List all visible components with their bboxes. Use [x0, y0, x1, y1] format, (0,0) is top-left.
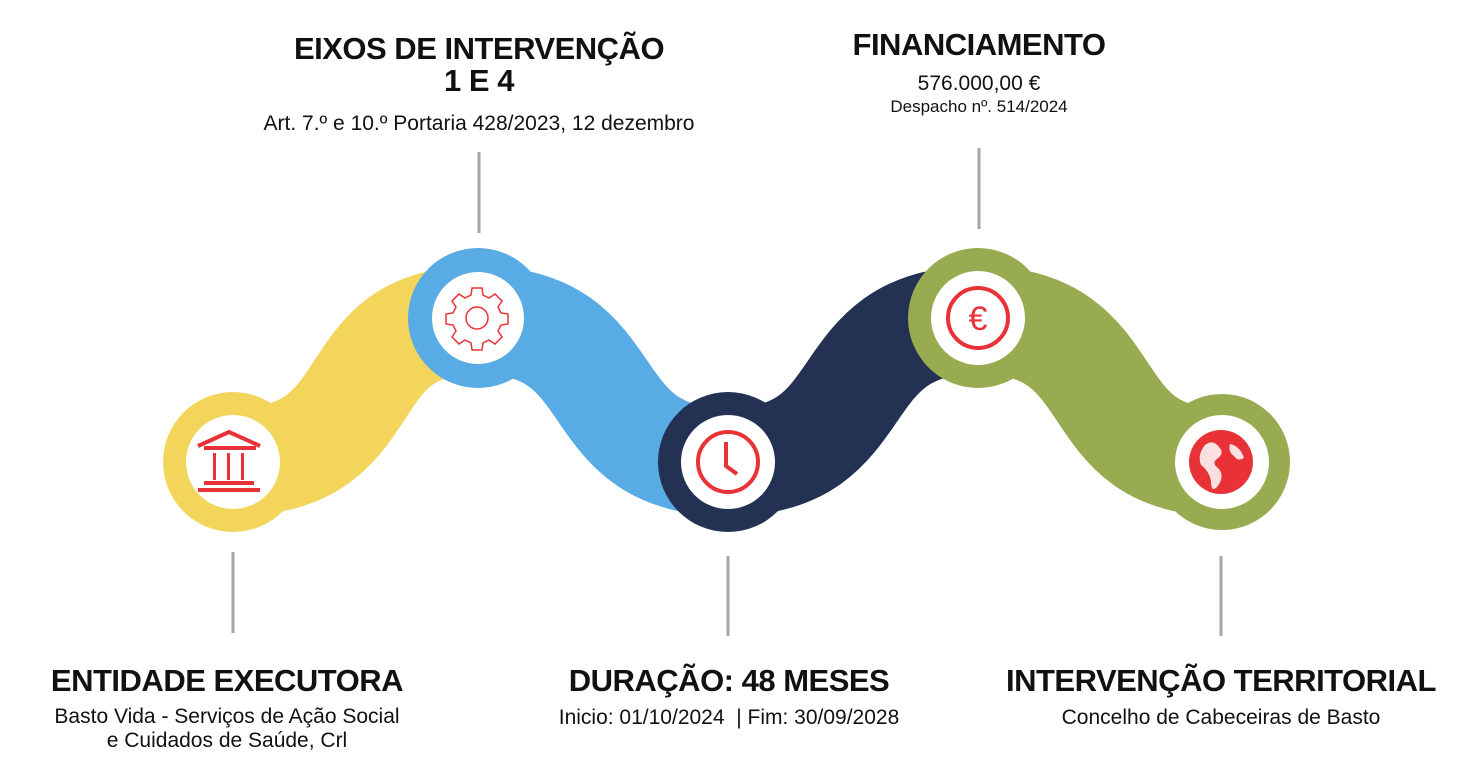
entidade-block: ENTIDADE EXECUTORA Basto Vida - Serviços… [50, 663, 404, 753]
territorial-area: Concelho de Cabeceiras de Basto [1061, 706, 1381, 729]
entidade-name-line1: Basto Vida - Serviços de Ação Social [54, 705, 400, 728]
entidade-title: ENTIDADE EXECUTORA [50, 663, 404, 698]
eixos-title-line2: 1 E 4 [444, 63, 514, 98]
territorial-title: INTERVENÇÃO TERRITORIAL [1006, 663, 1437, 698]
eixos-title: EIXOS DE INTERVENÇÃO [293, 31, 665, 66]
euro-icon: € [946, 286, 1010, 350]
financiamento-title: FINANCIAMENTO [852, 27, 1106, 62]
svg-text:€: € [969, 300, 988, 338]
gear-icon [445, 287, 509, 351]
duracao-dates: Inicio: 01/10/2024 | Fim: 30/09/2028 [558, 706, 900, 729]
duracao-title: DURAÇÃO: 48 MESES [568, 663, 890, 698]
bank-icon [197, 429, 261, 492]
clock-icon [696, 430, 760, 494]
entidade-name-line2: e Cuidados de Saúde, Crl [106, 729, 348, 752]
financiamento-block: FINANCIAMENTO 576.000,00 € Despacho nº. … [853, 29, 1106, 118]
duracao-block: DURAÇÃO: 48 MESES Inicio: 01/10/2024 | F… [559, 665, 900, 730]
globe-icon [1189, 430, 1253, 494]
territorial-block: INTERVENÇÃO TERRITORIAL Concelho de Cabe… [1006, 663, 1437, 730]
eixos-block: EIXOS DE INTERVENÇÃO 1 E 4 Art. 7.º e 10… [264, 33, 695, 136]
eixos-legal-basis: Art. 7.º e 10.º Portaria 428/2023, 12 de… [263, 112, 695, 135]
financiamento-despacho: Despacho nº. 514/2024 [890, 97, 1068, 116]
financiamento-amount: 576.000,00 € [917, 72, 1041, 95]
